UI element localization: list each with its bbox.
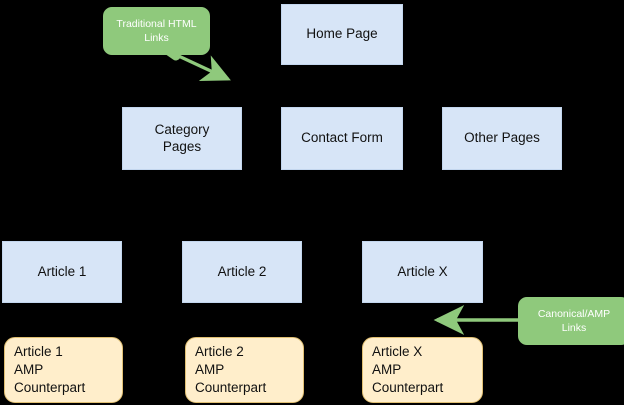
node-article-2[interactable]: Article 2 — [182, 241, 302, 303]
node-contact-form-label: Contact Form — [301, 130, 383, 146]
callout-traditional-html-links[interactable]: Traditional HTML Links — [103, 7, 210, 55]
callout-traditional-html-links-label: Traditional HTML Links — [116, 17, 197, 44]
callout-canonical-amp-links-label: Canonical/AMP Links — [537, 307, 611, 334]
node-other-pages[interactable]: Other Pages — [442, 107, 562, 170]
callout-canonical-amp-links[interactable]: Canonical/AMP Links — [518, 297, 624, 345]
node-contact-form[interactable]: Contact Form — [281, 107, 403, 170]
node-article-1-amp-label: Article 1 AMP Counterpart — [14, 344, 86, 395]
node-home-page[interactable]: Home Page — [281, 4, 403, 65]
node-category-pages[interactable]: Category Pages — [122, 107, 242, 170]
node-article-x-label: Article X — [397, 263, 448, 279]
node-article-1[interactable]: Article 1 — [2, 241, 122, 303]
node-article-x-amp-label: Article X AMP Counterpart — [372, 344, 444, 395]
node-article-1-amp[interactable]: Article 1 AMP Counterpart — [4, 337, 123, 403]
node-home-page-label: Home Page — [306, 26, 378, 42]
node-article-1-label: Article 1 — [37, 263, 87, 279]
node-other-pages-label: Other Pages — [464, 130, 540, 146]
node-article-x[interactable]: Article X — [362, 241, 483, 303]
node-article-2-amp[interactable]: Article 2 AMP Counterpart — [185, 337, 304, 403]
node-article-2-amp-label: Article 2 AMP Counterpart — [195, 344, 267, 395]
traditional-html-links-arrow — [169, 50, 231, 81]
node-category-pages-label: Category Pages — [154, 121, 210, 154]
node-article-x-amp[interactable]: Article X AMP Counterpart — [362, 337, 483, 403]
node-article-2-label: Article 2 — [217, 263, 267, 279]
